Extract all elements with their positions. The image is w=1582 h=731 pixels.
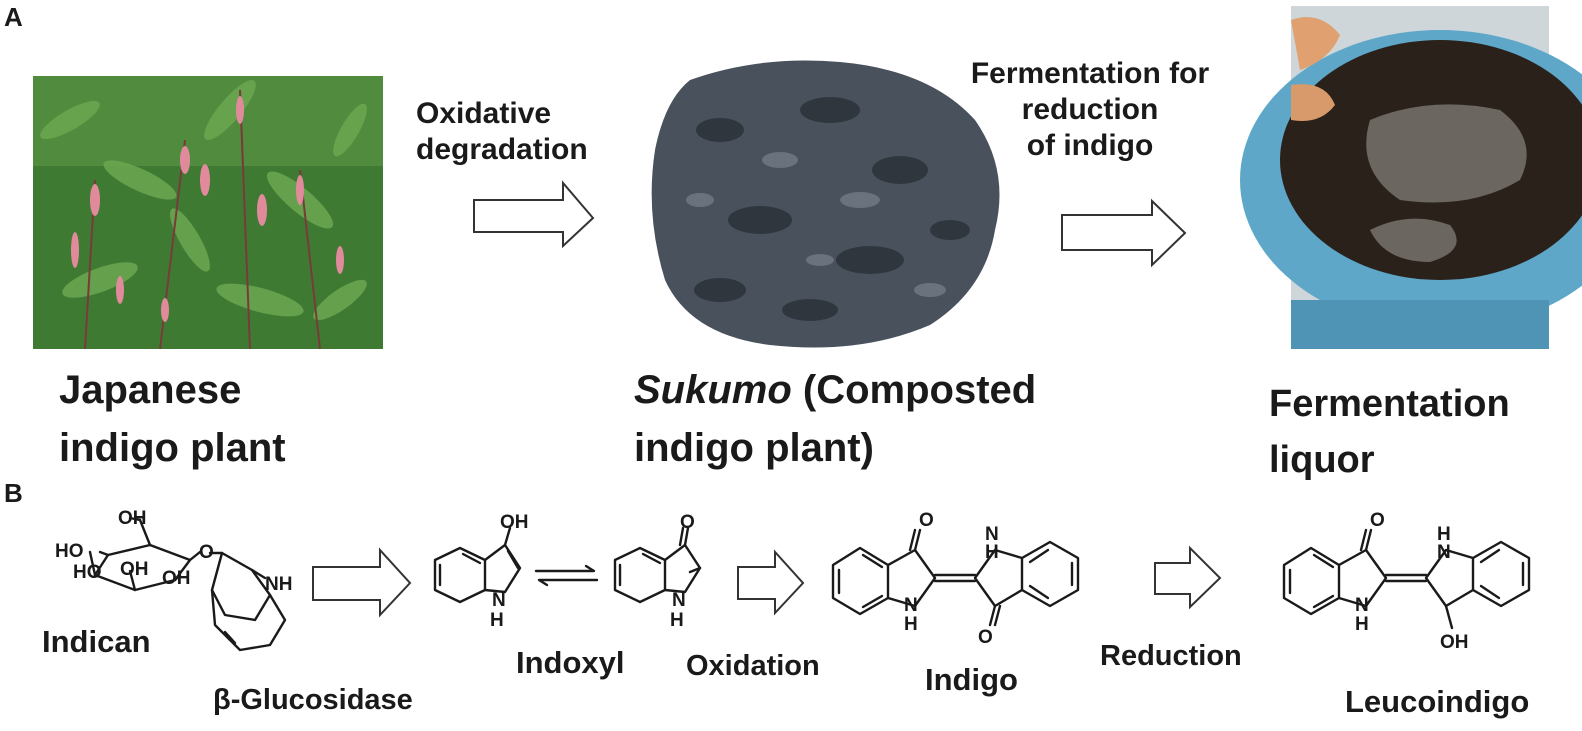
oxidation-label: Oxidation	[686, 650, 820, 682]
sukumo-photo	[651, 60, 1000, 348]
step2-line1: Fermentation for	[970, 57, 1210, 90]
indican-label: Indican	[42, 624, 151, 659]
equilibrium-forward-head	[584, 564, 596, 573]
indigo-n-top: N	[985, 524, 999, 545]
arrow-reduction	[1154, 545, 1222, 610]
leuco-oh: OH	[1440, 632, 1469, 653]
indigo-structure	[831, 528, 1080, 627]
indican-oh-top: OH	[118, 508, 147, 529]
indigo-plant-photo	[33, 76, 383, 350]
step1-line1: Oxidative	[416, 97, 552, 130]
indoxyl-keto-o: O	[680, 512, 695, 533]
indican-o: O	[199, 542, 214, 563]
indican-structure	[88, 516, 287, 652]
panel-letter-a: A	[4, 2, 23, 32]
sukumo-caption-italic: Sukumo	[634, 368, 792, 412]
indigo-n-bottom: N	[904, 595, 918, 616]
liquor-caption: Fermentation liquor	[1269, 376, 1510, 488]
fermentation-step-label: Fermentation for reduction of indigo	[950, 56, 1230, 164]
indoxyl-keto-n: N	[672, 590, 686, 611]
indoxyl-enol-oh: OH	[500, 512, 529, 533]
leucoindigo-structure	[1282, 528, 1531, 630]
indigo-h-top: H	[985, 542, 999, 563]
sukumo-caption-rest: (Composted	[791, 368, 1037, 412]
liquor-caption-line1: Fermentation	[1269, 383, 1510, 425]
indoxyl-enol-structure	[433, 526, 522, 604]
indican-oh-right: OH	[162, 568, 191, 589]
reduction-label: Reduction	[1100, 640, 1242, 672]
indican-ho-left: HO	[55, 541, 84, 562]
sukumo-caption: Sukumo (Composted indigo plant)	[634, 361, 1036, 477]
arrow-fermentation	[1061, 198, 1187, 268]
indoxyl-label: Indoxyl	[516, 645, 625, 680]
leuco-h-bottom: H	[1355, 614, 1369, 635]
glucosidase-label: β-Glucosidase	[213, 684, 413, 716]
plant-caption: Japanese indigo plant	[59, 361, 286, 477]
plant-caption-line1: Japanese	[59, 368, 242, 412]
sukumo-caption-line2: indigo plant)	[634, 426, 874, 470]
indoxyl-keto-h: H	[670, 610, 684, 631]
step1-line2: degradation	[416, 133, 588, 166]
step2-line3: of indigo	[1026, 129, 1154, 162]
leuco-o-top: O	[1370, 510, 1385, 531]
indigo-o-top: O	[919, 510, 934, 531]
plant-caption-line2: indigo plant	[59, 426, 286, 470]
indigo-h-bottom: H	[904, 614, 918, 635]
indoxyl-keto-structure	[613, 526, 702, 604]
leuco-n-top: N	[1437, 542, 1451, 563]
arrow-oxidative-degradation	[473, 180, 595, 249]
indigo-o-bottom: O	[978, 627, 993, 648]
indican-nh: NH	[265, 574, 292, 595]
arrow-oxidation	[737, 549, 805, 616]
indican-oh-mid: OH	[120, 559, 149, 580]
oxidative-degradation-label: Oxidative degradation	[416, 96, 588, 168]
indigo-label: Indigo	[925, 662, 1018, 697]
indican-ho-mid: HO	[73, 562, 102, 583]
leuco-n-bottom: N	[1355, 595, 1369, 616]
indoxyl-enol-h: H	[490, 610, 504, 631]
fermentation-liquor-photo	[1240, 6, 1582, 349]
liquor-caption-line2: liquor	[1269, 439, 1375, 481]
indoxyl-enol-n: N	[492, 590, 506, 611]
step2-line2: reduction	[1021, 93, 1159, 126]
leuco-h-top: H	[1437, 524, 1451, 545]
leucoindigo-label: Leucoindigo	[1345, 684, 1530, 719]
equilibrium-back-head	[537, 578, 549, 587]
panel-letter-b: B	[4, 478, 23, 508]
arrow-glucosidase	[312, 547, 412, 618]
